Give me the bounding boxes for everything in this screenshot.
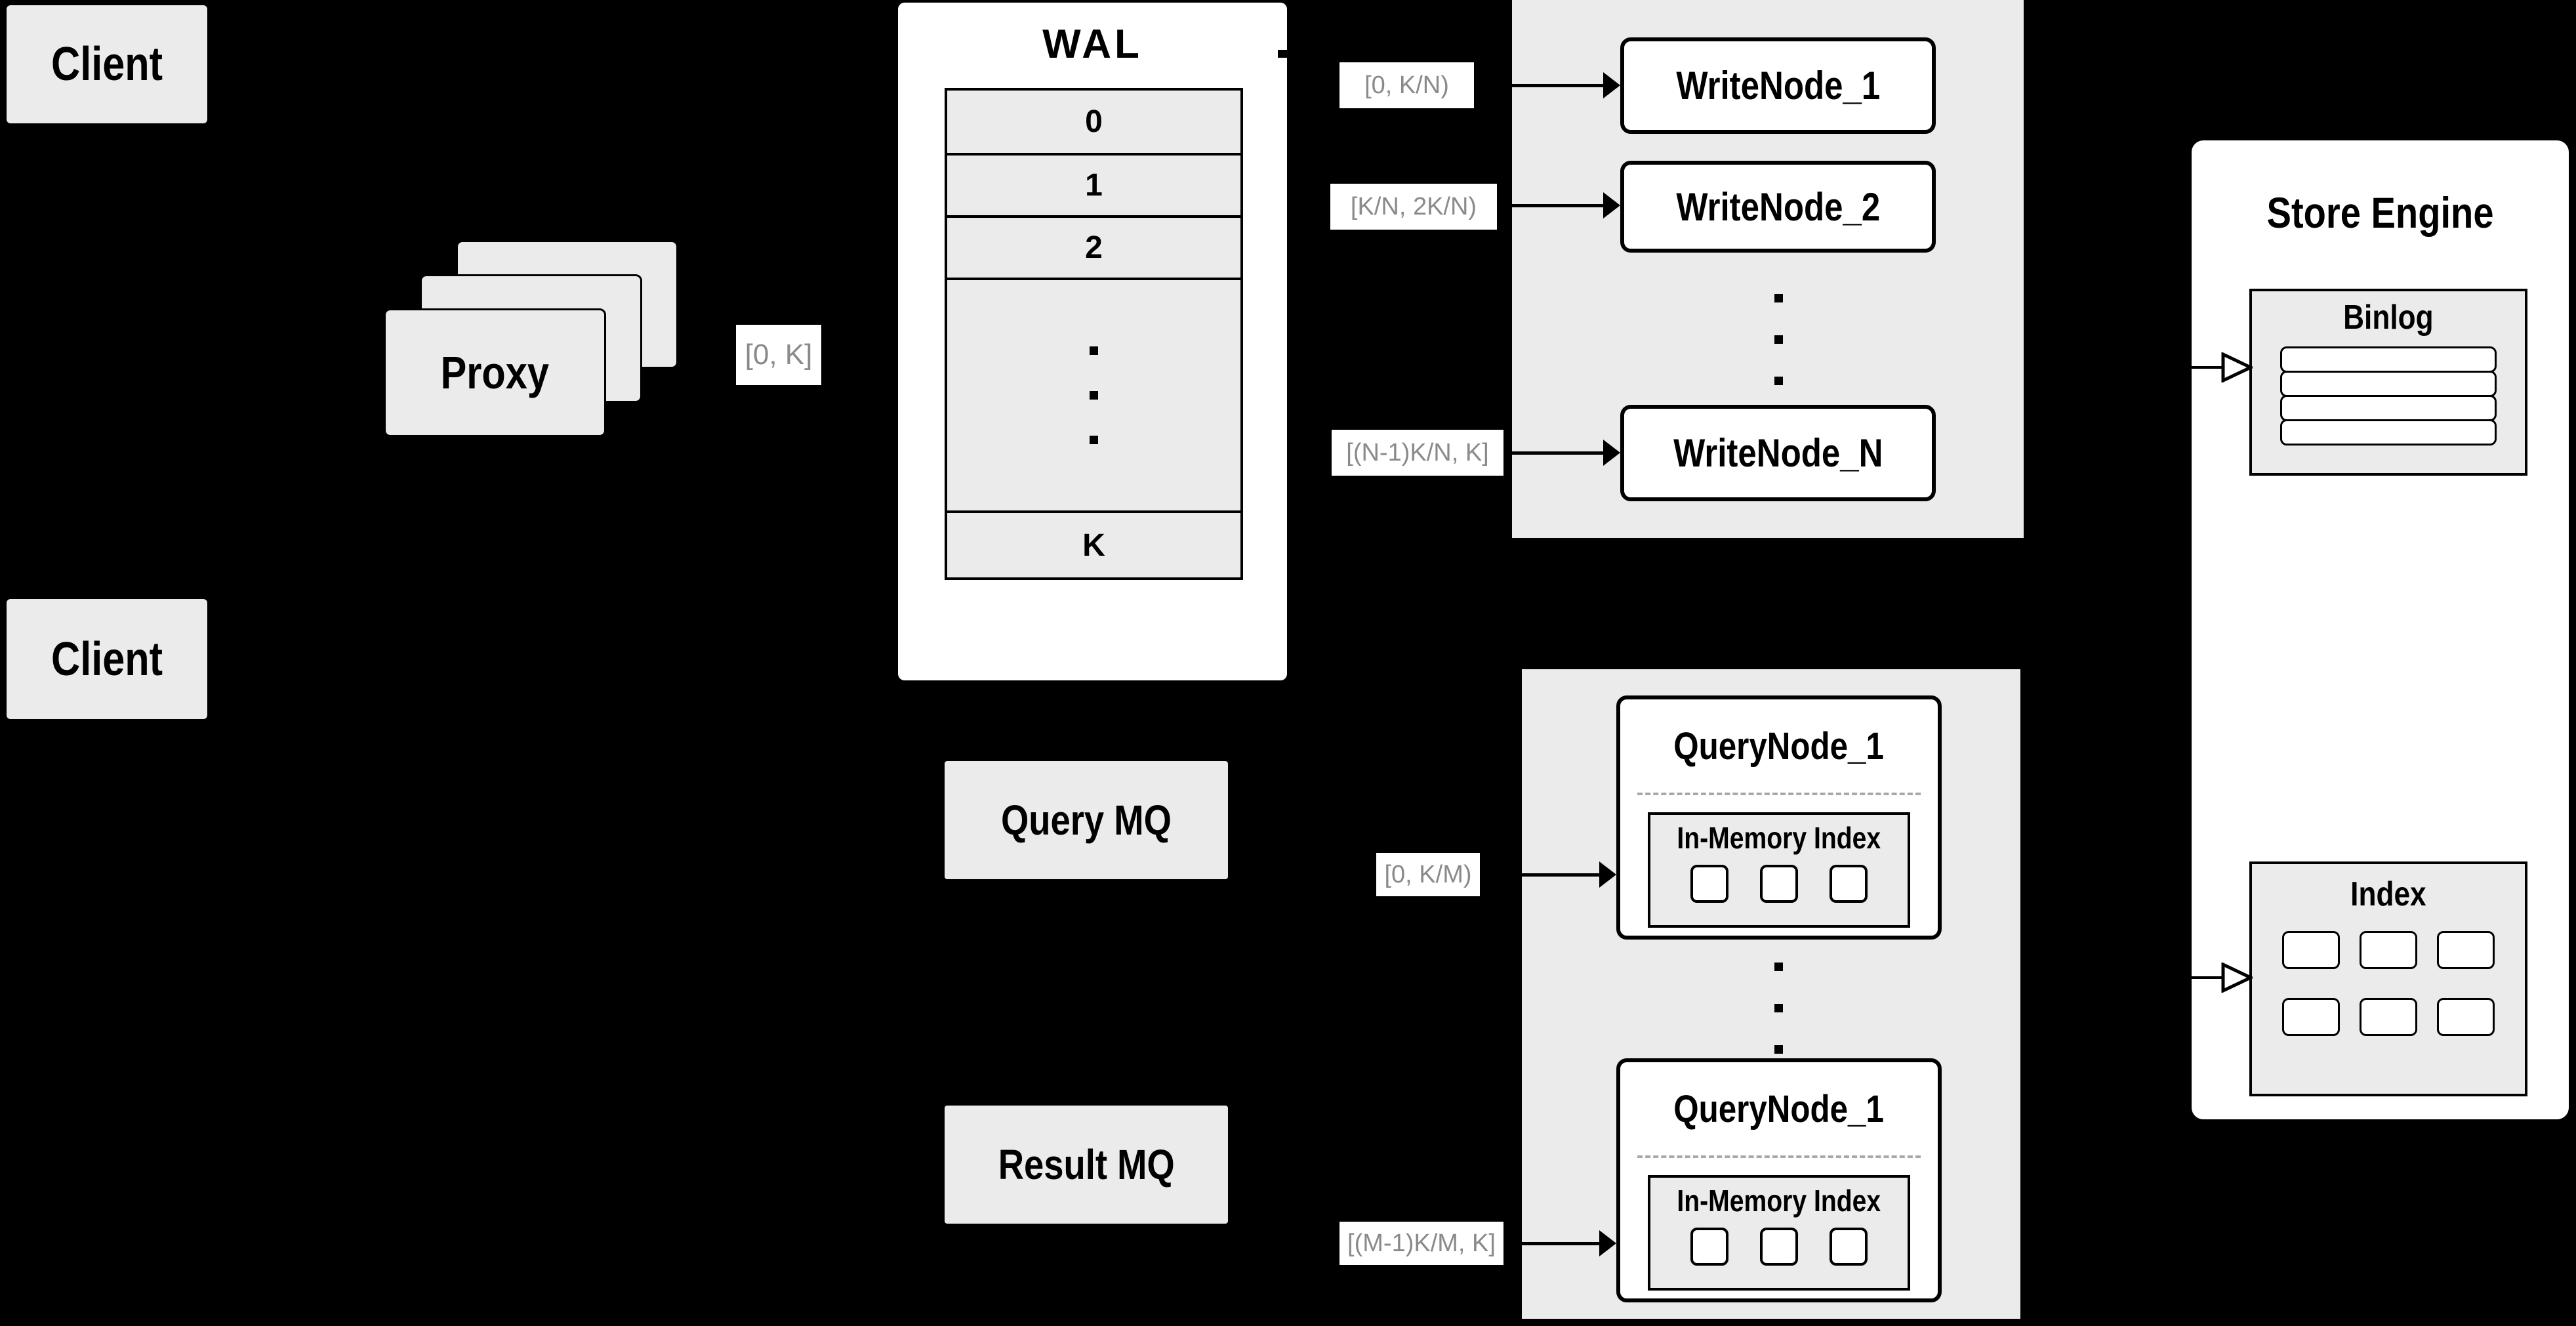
arrowhead-filled-icon	[1603, 440, 1620, 466]
arrow-line-to-querynode-m	[1503, 1242, 1599, 1245]
in-memory-index-label: In-Memory Index	[1677, 1184, 1881, 1218]
binlog-title: Binlog	[2343, 299, 2434, 337]
binlog-rows	[2280, 346, 2497, 445]
binlog-box: Binlog	[2249, 289, 2527, 476]
dashed-separator	[1637, 1155, 1921, 1158]
edge-label-wal-to-writenode-1: [0, K/N)	[1339, 62, 1474, 108]
index-cells-row	[2252, 998, 2525, 1036]
in-memory-index-label: In-Memory Index	[1677, 821, 1881, 855]
store-engine-title: Store Engine	[2266, 188, 2494, 237]
arrow-line-to-querynode-1	[1481, 873, 1599, 877]
segment-squares	[1650, 1228, 1908, 1266]
in-memory-index-box: In-Memory Index	[1648, 1175, 1910, 1291]
index-cells-row	[2252, 931, 2525, 969]
arrow-line-to-writenode-2	[1497, 204, 1603, 207]
query-mq-box: Query MQ	[945, 761, 1228, 879]
query-node-m-label: QueryNode_1	[1673, 1087, 1885, 1130]
wal-ellipsis-row	[947, 278, 1240, 510]
arrowhead-hollow-icon	[2221, 352, 2253, 383]
index-title: Index	[2350, 875, 2426, 913]
wal-segment-row: K	[947, 510, 1240, 577]
arrowhead-filled-icon	[1599, 861, 1616, 888]
write-node-2-label: WriteNode_2	[1676, 184, 1880, 229]
wal-panel: WAL 0 1 2 K	[898, 3, 1288, 680]
in-memory-index-box: In-Memory Index	[1648, 812, 1910, 928]
arrow-line-to-binlog	[2132, 366, 2224, 369]
query-node-1: QueryNode_1 In-Memory Index	[1616, 695, 1942, 940]
client-box-top: Client	[7, 5, 207, 123]
edge-label-to-querynode-m: [(M-1)K/M, K]	[1339, 1222, 1503, 1265]
wal-segment-row: 0	[947, 91, 1240, 153]
client-box-bottom: Client	[7, 599, 207, 719]
query-node-1-title-wrap: QueryNode_1	[1620, 699, 1938, 793]
segment-squares	[1650, 865, 1908, 903]
proxy-box: Proxy	[384, 308, 606, 437]
write-node-1: WriteNode_1	[1620, 37, 1936, 134]
dashed-separator	[1637, 793, 1921, 795]
wal-title-wrap: WAL	[898, 21, 1287, 67]
store-engine-title-wrap: Store Engine	[2192, 180, 2569, 245]
index-box: Index	[2249, 861, 2527, 1096]
edge-label-to-querynode-1: [0, K/M)	[1376, 853, 1480, 896]
edge-label-wal-to-writenode-2: [K/N, 2K/N)	[1330, 184, 1497, 230]
query-mq-label: Query MQ	[1001, 797, 1172, 844]
edge-label-proxy-to-wal: [0, K]	[736, 325, 821, 385]
ellipsis-dots	[1090, 346, 1098, 444]
write-node-n-label: WriteNode_N	[1673, 431, 1883, 475]
query-node-1-label: QueryNode_1	[1673, 724, 1885, 768]
result-mq-box: Result MQ	[945, 1106, 1228, 1224]
arrow-line-to-writenode-n	[1503, 451, 1603, 455]
arrowhead-filled-icon	[1603, 192, 1620, 218]
result-mq-label: Result MQ	[998, 1141, 1175, 1188]
store-engine-panel: Store Engine Binlog Index	[2189, 138, 2571, 1122]
wal-outgoing-line-tick	[1278, 50, 1288, 58]
proxy-label: Proxy	[440, 347, 550, 398]
arrowhead-filled-icon	[1599, 1230, 1616, 1256]
wal-segment-row: 2	[947, 215, 1240, 278]
query-group-ellipsis-dots	[1774, 963, 1783, 1054]
write-node-1-label: WriteNode_1	[1676, 64, 1880, 108]
wal-segment-row: 1	[947, 153, 1240, 215]
arrow-line-to-writenode-1	[1474, 84, 1603, 87]
arrow-line-to-index	[2132, 976, 2224, 979]
wal-title: WAL	[1042, 21, 1143, 67]
arrowhead-filled-icon	[1603, 72, 1620, 98]
edge-label-wal-to-writenode-n: [(N-1)K/N, K]	[1332, 430, 1503, 476]
write-node-n: WriteNode_N	[1620, 405, 1936, 501]
query-node-m-title-wrap: QueryNode_1	[1620, 1062, 1938, 1155]
client-top-label: Client	[51, 38, 163, 91]
client-bottom-label: Client	[51, 632, 163, 686]
query-node-m: QueryNode_1 In-Memory Index	[1616, 1058, 1942, 1302]
write-group-ellipsis-dots	[1774, 294, 1783, 385]
wal-segment-table: 0 1 2 K	[945, 88, 1243, 580]
write-node-2: WriteNode_2	[1620, 161, 1936, 253]
arrowhead-hollow-icon	[2221, 963, 2253, 993]
